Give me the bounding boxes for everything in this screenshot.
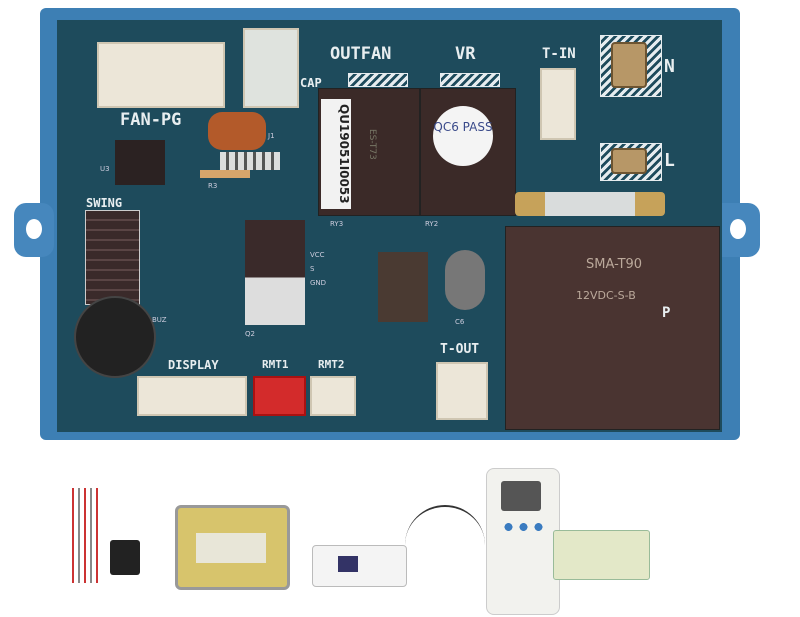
white-connector <box>243 28 299 108</box>
remote-control <box>486 468 560 615</box>
main-relay: SMA-T90 12VDC-S-B <box>505 226 720 430</box>
p-label: P <box>662 305 671 321</box>
left-mount-tab <box>14 203 54 257</box>
display-panel <box>312 545 407 587</box>
l-label: L <box>664 150 675 171</box>
l-terminal-pad <box>600 143 662 181</box>
wire-harness <box>72 488 100 583</box>
regulator <box>378 252 428 322</box>
sensor-cable <box>405 505 485 545</box>
t-in-label: T-IN <box>542 46 576 62</box>
relay-ry2: QC6 PASS <box>420 88 516 216</box>
ry3-label: RY3 <box>330 220 344 228</box>
fuse <box>515 192 665 216</box>
swing-label: SWING <box>86 196 123 210</box>
pin-labels: VCC S GND <box>310 248 326 290</box>
inductor <box>220 152 280 170</box>
buz-label: BUZ <box>152 316 167 324</box>
ic-chip <box>115 140 165 185</box>
c6-label: C6 <box>455 318 465 326</box>
ry2-label: RY2 <box>425 220 439 228</box>
display-connector <box>137 376 247 416</box>
transistor <box>245 220 305 325</box>
fan-pg-label: FAN-PG <box>120 110 182 130</box>
main-relay-rating: 12VDC-S-B <box>576 289 636 302</box>
j1-label: J1 <box>268 132 275 140</box>
qc-pass-sticker: QC6 PASS <box>433 106 493 166</box>
rmt1-label: RMT1 <box>262 358 289 371</box>
battery-pack <box>553 530 650 580</box>
swing-header <box>85 210 140 305</box>
r3-label: R3 <box>208 182 218 190</box>
vr-label: VR <box>455 44 476 64</box>
outfan-pad <box>348 73 408 87</box>
n-label: N <box>662 56 677 77</box>
serial-sticker: QU19051I0053 <box>321 99 351 209</box>
outfan-label: OUTFAN <box>330 44 392 64</box>
fan-pg-connector <box>97 42 225 108</box>
main-relay-model: SMA-T90 <box>586 257 643 272</box>
vr-pad <box>440 73 500 87</box>
gnd-label: GND <box>310 279 327 287</box>
capacitor-accessory <box>110 540 140 575</box>
cap-label: CAP <box>300 76 322 90</box>
resistor <box>200 170 250 178</box>
s-label: S <box>310 265 315 273</box>
film-capacitor <box>208 112 266 150</box>
u3-label: U3 <box>100 165 110 173</box>
rmt2-connector <box>310 376 356 416</box>
vcc-label: VCC <box>310 251 325 259</box>
t-in-connector <box>540 68 576 140</box>
rmt2-label: RMT2 <box>318 358 345 371</box>
electrolytic-capacitor <box>445 250 485 310</box>
q2-label: Q2 <box>245 330 255 338</box>
display-label: DISPLAY <box>168 358 219 372</box>
t-out-connector <box>436 362 488 420</box>
n-terminal-pad <box>600 35 662 97</box>
buzzer <box>74 296 156 378</box>
relay-ry3: QU19051I0053 ES-T73 <box>318 88 420 216</box>
relay-model-text: ES-T73 <box>367 129 377 160</box>
rmt1-connector <box>253 376 306 416</box>
t-out-label: T-OUT <box>440 342 480 357</box>
transformer <box>175 505 290 590</box>
